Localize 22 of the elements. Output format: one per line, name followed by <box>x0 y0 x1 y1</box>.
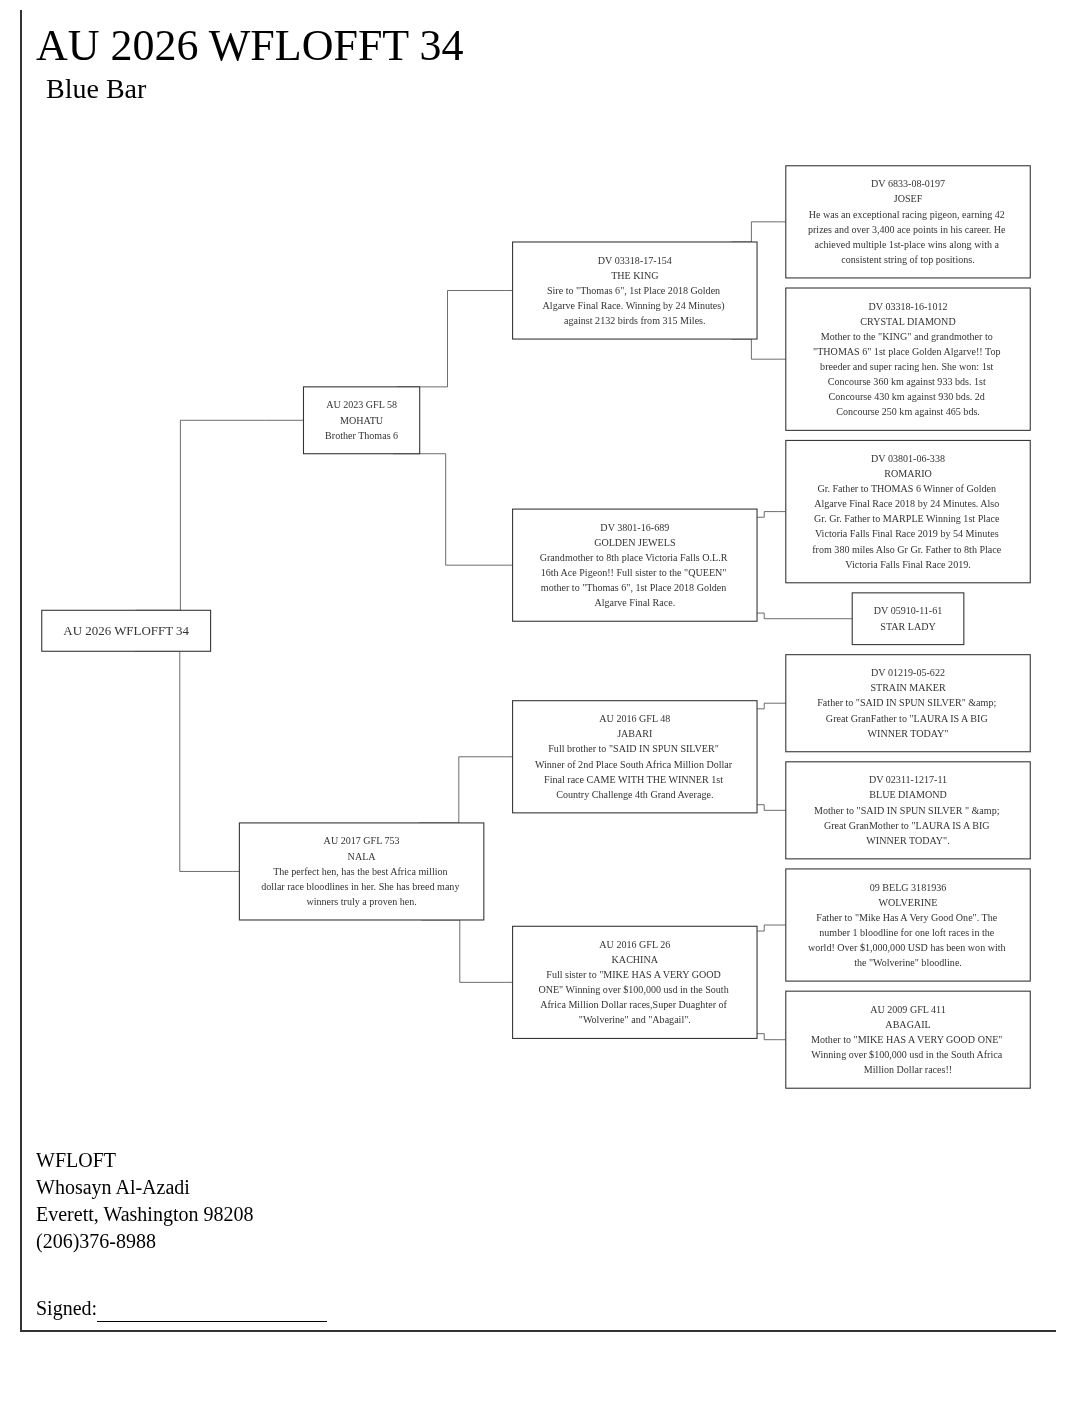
node-box: DV 03318-16-1012 CRYSTAL DIAMOND Mother to the "KING" and grandmother to "THOMAS 6" 1st place Golden Algarve!! Top breeder and super racing hen. She won: 1st Concourse 360 km against 933 bds. 1st Concourse 430 km against 930 bds. 2d Concourse 250 km against 465 bds. <box>785 287 1031 431</box>
owner-info-text: Everett, Washington 98208 <box>36 1203 254 1226</box>
node-box: AU 2023 GFL 58 MOHATU Brother Thomas 6 <box>302 386 421 455</box>
node-box: AU 2016 GFL 26 KACHINA Full sister to "MIKE HAS A VERY GOOD ONE" Winning over $100,000 usd in the South Africa Million Dollar races,Super Duaghter of "Wolverine" and "Abagail". <box>512 925 758 1039</box>
node-box: AU 2017 GFL 753 NALA The perfect hen, has the best Africa million dollar race bloodlines in her. She has breed many winners truly a proven hen. <box>238 822 485 921</box>
owner-info-text: (206)376-8988 <box>36 1230 156 1253</box>
node-box: DV 05910-11-61 STAR LADY <box>851 592 965 646</box>
node-box: AU 2016 GFL 48 JABARI Full brother to "SAID IN SPUN SILVER" Winner of 2nd Place South Africa Million Dollar Final race CAME WITH THE WINNER 1st Country Challenge 4th Grand Average. <box>512 700 758 814</box>
node-box: DV 03318-17-154 THE KING Sire to "Thomas 6", 1st Place 2018 Golden Algarve Final Race. Winning by 24 Minutes) against 2132 birds from 315 Miles. <box>512 241 758 340</box>
pedigree-title: AU 2026 WFLOFFT 34 <box>36 20 464 71</box>
color-label: Blue Bar <box>46 73 147 105</box>
node-box: AU 2009 GFL 411 ABAGAIL Mother to "MIKE HAS A VERY GOOD ONE" Winning over $100,000 usd in the South Africa Million Dollar races!! <box>785 990 1031 1089</box>
node-box: 09 BELG 3181936 WOLVERINE Father to "Mike Has A Very Good One". The number 1 bloodline for one loft races in the world! Over $1,000,000 USD has been won with the "Wolverine" bloodline. <box>785 868 1031 982</box>
owner-info-text: WFLOFT <box>36 1149 116 1172</box>
node-box: DV 03801-06-338 ROMARIO Gr. Father to THOMAS 6 Winner of Golden Algarve Final Race 2018 by 24 Minutes. Also Gr. Gr. Father to MARPLE Winning 1st Place Victoria Falls Final Race 2019 by 54 Minutes from 380 miles Also Gr Gr. Father to 8th Place Victoria Falls Final Race 2019. <box>785 439 1031 584</box>
node-box: DV 6833-08-0197 JOSEF He was an exceptional racing pigeon, earning 42 prizes and over 3,400 ace points in his career. He achieved multiple 1st-place wins along with a consistent string of top positions. <box>785 165 1031 279</box>
node-box: DV 3801-16-689 GOLDEN JEWELS Grandmother to 8th place Victoria Falls O.L.R 16th Ace Pigeon!! Full sister to the "QUEEN" mother to "Thomas 6", 1st Place 2018 Golden Algarve Final Race. <box>512 508 758 622</box>
owner-info-text: Whosayn Al-Azadi <box>36 1176 190 1199</box>
signature-label: Signed: <box>36 1297 98 1320</box>
node-box: AU 2026 WFLOFFT 34 <box>41 609 212 652</box>
node-box: DV 02311-1217-11 BLUE DIAMOND Mother to "SAID IN SPUN SILVER " &amp; Great GranMother to "LAURA IS A BIG WINNER TODAY". <box>785 761 1031 860</box>
node-box: DV 01219-05-622 STRAIN MAKER Father to "SAID IN SPUN SILVER" &amp; Great GranFather to "LAURA IS A BIG WINNER TODAY" <box>785 654 1031 753</box>
